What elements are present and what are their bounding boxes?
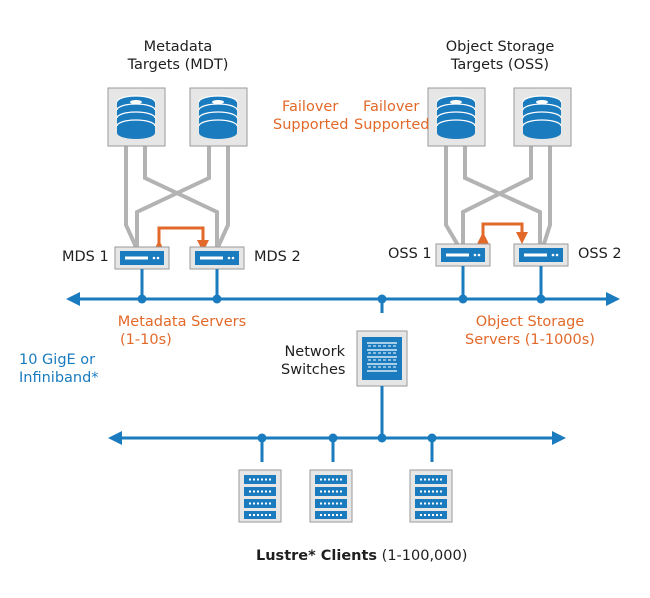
- metadata-servers-label: Metadata Servers (1-10s): [112, 313, 252, 349]
- network-switch-icon: [356, 330, 408, 387]
- oss2-server-icon: [513, 243, 569, 267]
- link-type-label: 10 GigE or Infiniband*: [19, 351, 99, 387]
- mds1-label: MDS 1: [62, 249, 109, 265]
- failover-right-line2: Supported: [354, 117, 430, 133]
- oss1-label: OSS 1: [388, 246, 432, 262]
- link-type-line1: 10 GigE or: [19, 352, 96, 368]
- network-switches-label: Network Switches: [281, 343, 345, 379]
- mdt-label-line1: Metadata: [143, 39, 213, 55]
- server-network-bus: [66, 266, 620, 313]
- oss-connections: [444, 146, 552, 254]
- client-rack-icon: [238, 469, 282, 523]
- oss-targets-label: Object Storage Targets (OSS): [430, 38, 570, 74]
- failover-right-label: Failover Supported: [354, 98, 429, 134]
- client-network-bus: [108, 386, 566, 462]
- disk-stack-icon: [198, 95, 238, 140]
- mds2-server-icon: [189, 246, 245, 270]
- mds-failover-arrow: [153, 226, 209, 252]
- clients-count: (1-100,000): [381, 548, 468, 564]
- object-storage-servers-line2: Servers (1-1000s): [465, 332, 595, 348]
- failover-left-label: Failover Supported: [273, 98, 348, 134]
- metadata-servers-line1: Metadata Servers: [117, 314, 247, 330]
- network-switches-line1: Network: [284, 344, 345, 360]
- mds2-label: MDS 2: [254, 249, 301, 265]
- oss-storage-2: [513, 87, 572, 147]
- mdt-connections: [124, 146, 230, 248]
- oss-storage-1: [427, 87, 486, 147]
- client-rack-icon: [309, 469, 353, 523]
- mdt-label: Metadata Targets (MDT): [118, 38, 238, 74]
- disk-stack-icon: [116, 95, 156, 140]
- mdt-storage-2: [189, 87, 248, 147]
- object-storage-servers-line1: Object Storage: [475, 314, 585, 330]
- oss-failover-arrow: [477, 222, 528, 244]
- link-type-line2: Infiniband*: [19, 370, 99, 386]
- mds1-server-icon: [114, 246, 170, 270]
- failover-right-line1: Failover: [363, 99, 420, 115]
- object-storage-servers-label: Object Storage Servers (1-1000s): [455, 313, 605, 349]
- oss-targets-label-line2: Targets (OSS): [450, 57, 550, 73]
- network-switches-line2: Switches: [281, 362, 346, 378]
- oss-targets-label-line1: Object Storage: [445, 39, 555, 55]
- mdt-storage-1: [107, 87, 166, 147]
- failover-left-line2: Supported: [273, 117, 349, 133]
- oss2-label: OSS 2: [578, 246, 622, 262]
- oss1-server-icon: [435, 243, 491, 267]
- metadata-servers-line2: (1-10s): [120, 332, 172, 348]
- client-rack-icon: [409, 469, 453, 523]
- mdt-label-line2: Targets (MDT): [127, 57, 229, 73]
- disk-stack-icon: [436, 95, 476, 140]
- clients-name: Lustre* Clients: [256, 548, 378, 564]
- clients-label: Lustre* Clients (1-100,000): [256, 547, 467, 565]
- disk-stack-icon: [522, 95, 562, 140]
- failover-left-line1: Failover: [282, 99, 339, 115]
